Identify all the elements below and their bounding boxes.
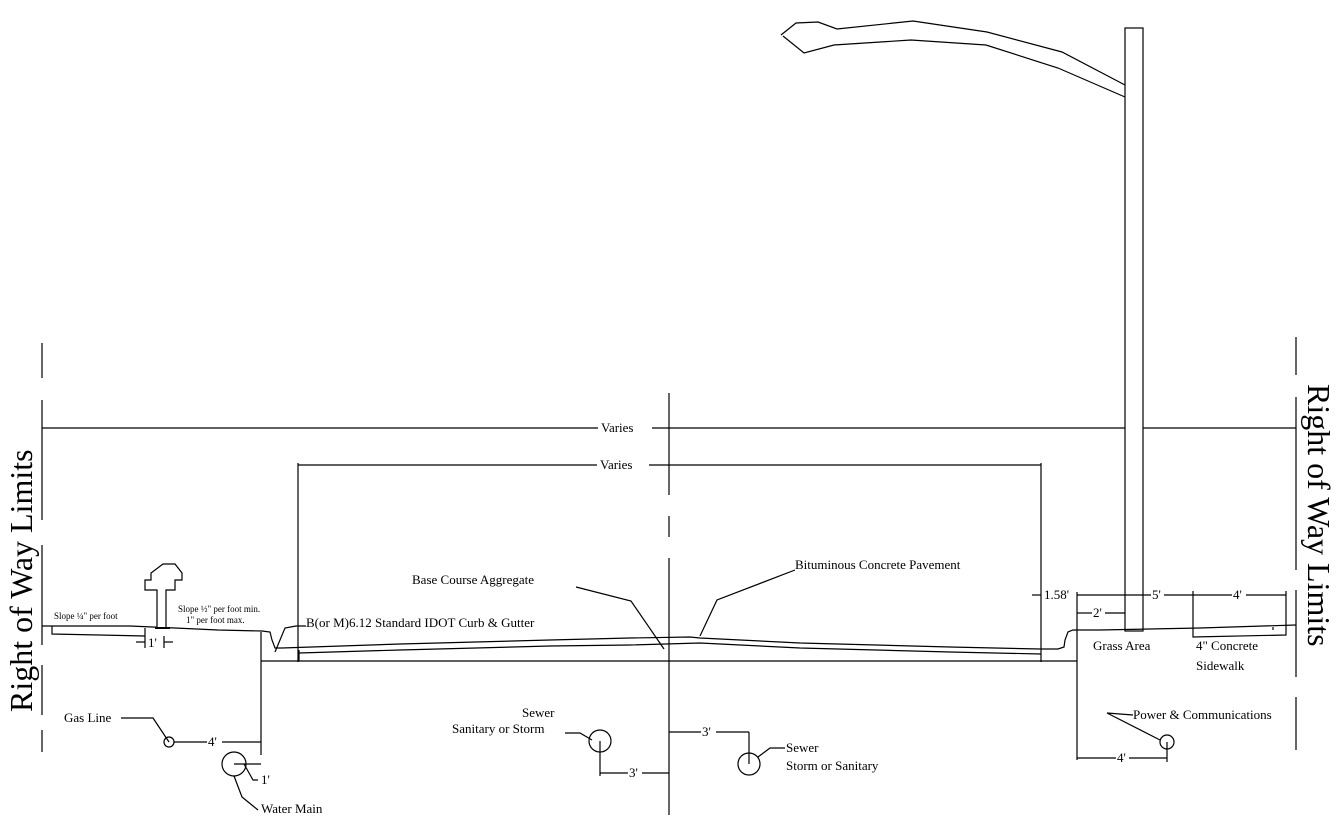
- dimension-hydrant-offset: 1': [136, 635, 173, 650]
- sewer-right-label-2: Storm or Sanitary: [786, 758, 879, 773]
- dimension-row-width-label: Varies: [601, 420, 634, 435]
- curb-gutter-callout: B(or M)6.12 Standard IDOT Curb & Gutter: [274, 615, 535, 653]
- fire-hydrant-icon: [144, 563, 183, 629]
- dimension-sewer-left-offset: 3': [600, 765, 669, 780]
- dimension-grass-to-pole: 2': [1077, 605, 1125, 620]
- dimension-curb-offset-label: 1.58': [1044, 587, 1069, 602]
- gas-line-label: Gas Line: [64, 710, 112, 725]
- sidewalk-label-1: 4" Concrete: [1196, 638, 1258, 653]
- dimension-grass-to-pole-label: 2': [1093, 605, 1102, 620]
- dimension-row-width: Varies: [42, 420, 1296, 435]
- dimension-sidewalk-width: 4': [1193, 587, 1286, 602]
- curb-gutter-label: B(or M)6.12 Standard IDOT Curb & Gutter: [306, 615, 535, 630]
- sewer-right-icon: [737, 732, 785, 776]
- dimension-power-offset: 4': [1077, 750, 1167, 765]
- sidewalk-section: [1192, 591, 1287, 638]
- sidewalk-label-2: Sidewalk: [1196, 658, 1245, 673]
- street-light-icon: [780, 20, 1144, 632]
- row-limits-label-right: Right of Way Limits: [1301, 384, 1337, 647]
- dimension-grass-width-label: 5': [1152, 587, 1161, 602]
- dimension-sidewalk-width-label: 4': [1233, 587, 1242, 602]
- sewer-left-label-2: Sanitary or Storm: [452, 721, 544, 736]
- dimension-water-offset-label: 1': [261, 772, 270, 787]
- sewer-right-label-1: Sewer: [786, 740, 819, 755]
- gas-line-icon: [121, 717, 175, 748]
- sewer-left-label-1: Sewer: [522, 705, 555, 720]
- dimension-power-offset-label: 4': [1117, 750, 1126, 765]
- power-communications-label: Power & Communications: [1133, 707, 1272, 722]
- slope-left-label: Slope ¼" per foot: [54, 611, 118, 621]
- dimension-sewer-right-offset: 3': [669, 724, 749, 739]
- dimension-pavement-width-label: Varies: [600, 457, 633, 472]
- dimension-curb-offset: 1.58': [1032, 587, 1078, 630]
- water-main-icon: [221, 751, 261, 811]
- grass-area-label: Grass Area: [1093, 638, 1151, 653]
- pavement-section: [42, 624, 1297, 760]
- power-communications-icon: [1106, 712, 1175, 762]
- pavement-callout: Bituminous Concrete Pavement: [699, 557, 961, 637]
- dimension-gas-offset: 4': [174, 734, 261, 749]
- slope-parkway-label-2: 1" per foot max.: [186, 615, 245, 625]
- base-course-label: Base Course Aggregate: [412, 572, 534, 587]
- base-course-callout: Base Course Aggregate: [412, 572, 665, 650]
- slope-parkway-label-1: Slope ½" per foot min.: [178, 604, 260, 614]
- dimension-pavement-width: Varies: [297, 457, 1042, 662]
- dimension-sewer-right-offset-label: 3': [702, 724, 711, 739]
- water-main-label: Water Main: [261, 801, 323, 816]
- dimension-sewer-left-offset-label: 3': [629, 765, 638, 780]
- dimension-gas-offset-label: 4': [208, 734, 217, 749]
- dimension-hydrant-offset-label: 1': [148, 635, 157, 650]
- row-limits-label-left: Right of Way Limits: [3, 449, 39, 712]
- pavement-label: Bituminous Concrete Pavement: [795, 557, 961, 572]
- dimension-grass-width: 5': [1077, 587, 1193, 602]
- sewer-left-icon: [565, 729, 612, 776]
